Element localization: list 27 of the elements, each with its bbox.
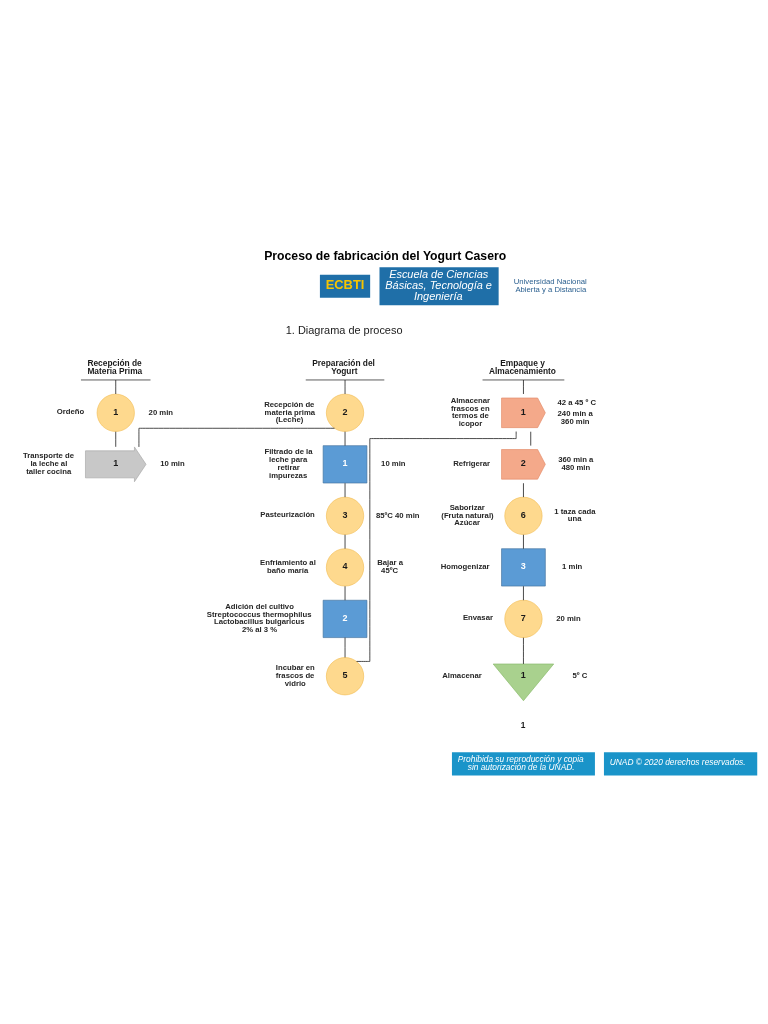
label: 1. Diagrama de proceso [285,323,403,336]
node-text: Recepción de Materia Prima [87,358,143,377]
node-circle: 1 [96,393,135,432]
node-text: Preparación del Yogurt [312,358,375,377]
label: UNAD © 2020 derechos reservados. [609,757,746,768]
diagram-title: Proceso de fabricación del Yogurt Casero [264,249,507,264]
node-text: Empaque y Almacenamiento [488,358,556,377]
label: Prohibida su reproducción y copia sin autorización de la UNAD. [457,753,584,772]
node-circle: 4 [326,548,365,587]
connector [523,482,524,498]
node-circle: 2 [326,393,365,432]
connector [523,534,524,550]
node-circle: 3 [326,496,365,535]
node-box: 1 [322,445,368,484]
connector [523,637,524,665]
node-circle: 6 [504,496,543,535]
connector [356,431,517,662]
node-circle: 5 [326,657,365,696]
node-circle: 7 [504,599,543,638]
connector [115,379,117,395]
node-box: 3 [501,548,546,587]
connector [523,585,524,601]
label: ECBTI [325,276,365,292]
label: 1 [520,720,526,731]
connector [523,379,524,395]
label: Escuela de Ciencias Básicas, Tecnología e Ingeniería [385,267,492,302]
node-box: 2 [322,599,368,638]
